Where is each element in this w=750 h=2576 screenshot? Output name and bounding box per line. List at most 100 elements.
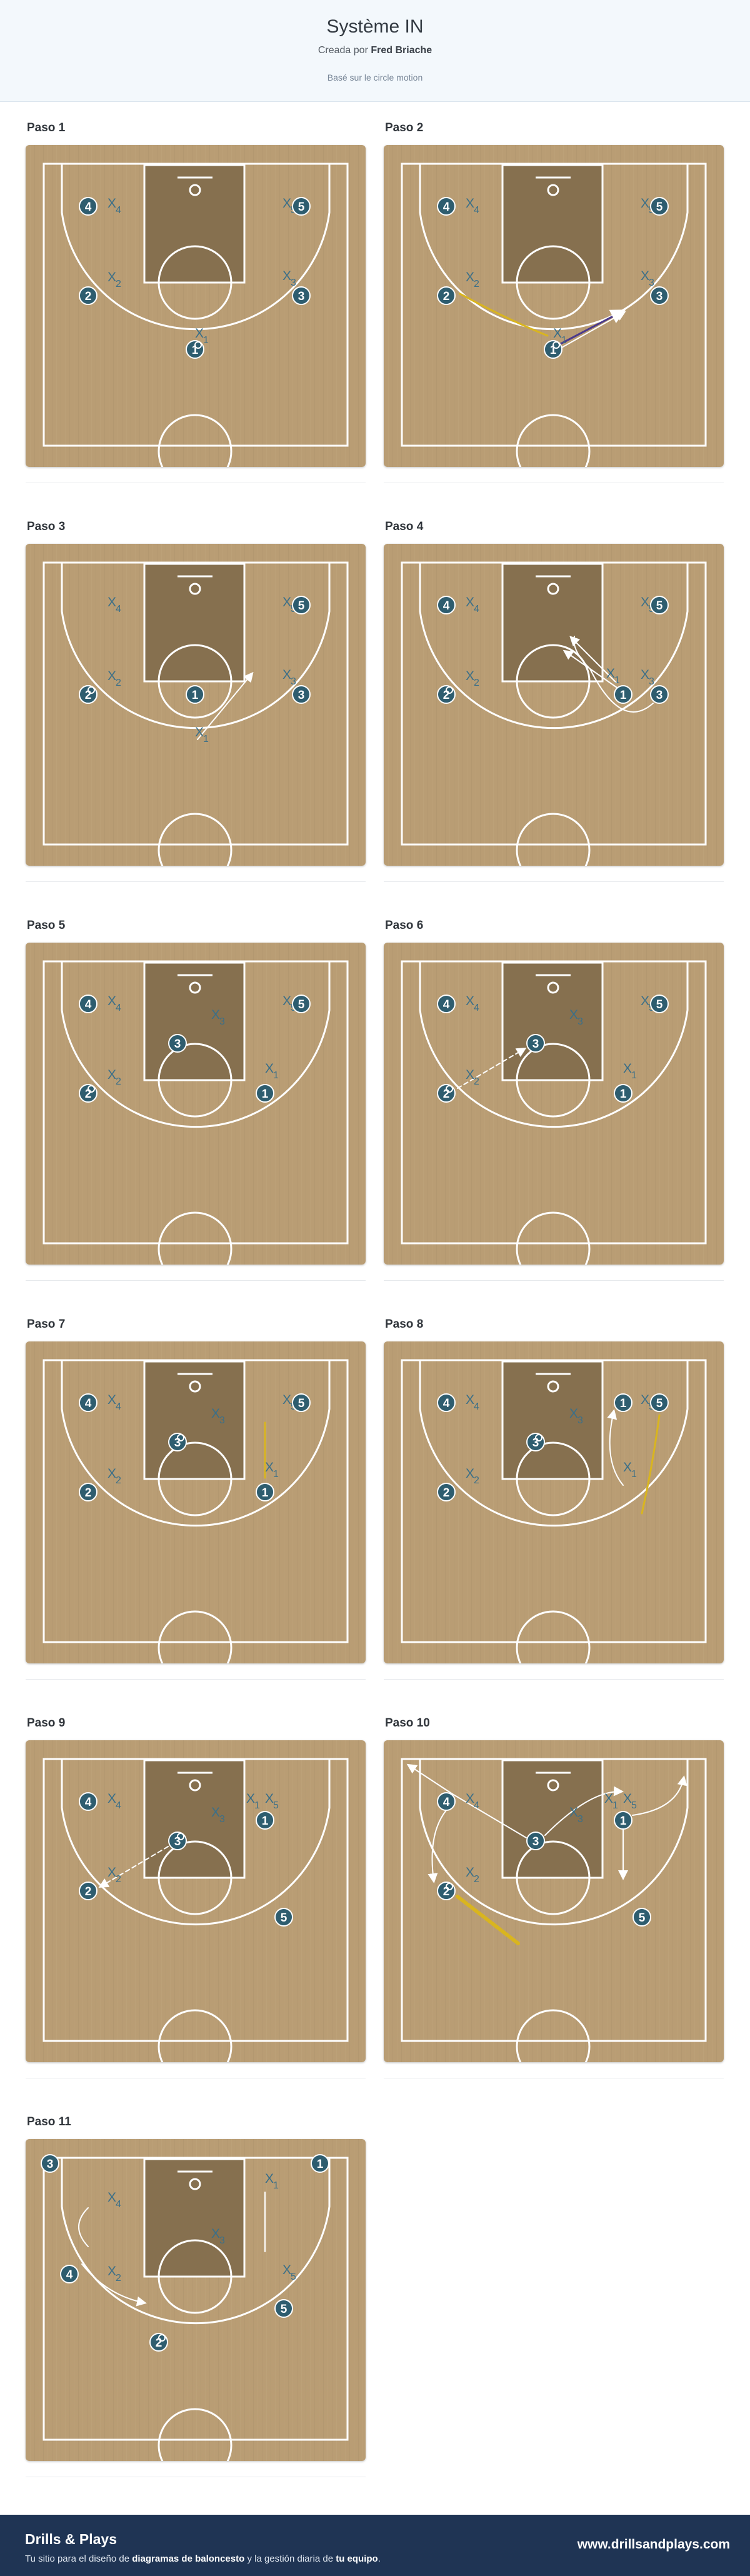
offense-player-4[interactable]: 4 bbox=[79, 197, 98, 216]
defender-x2[interactable]: X2 bbox=[108, 1865, 121, 1885]
defender-x1[interactable]: X1 bbox=[195, 725, 209, 744]
offense-player-3[interactable]: 3 bbox=[526, 1433, 545, 1451]
offense-player-5[interactable]: 5 bbox=[292, 197, 311, 216]
offense-player-1[interactable]: 1 bbox=[614, 1811, 632, 1830]
offense-player-1[interactable]: 1 bbox=[614, 1393, 632, 1412]
offense-player-1[interactable]: 1 bbox=[614, 685, 632, 704]
offense-player-1[interactable]: 1 bbox=[544, 340, 562, 359]
defender-x5[interactable]: X5 bbox=[623, 1792, 637, 1811]
offense-player-3[interactable]: 3 bbox=[168, 1832, 187, 1850]
defender-x3[interactable]: X3 bbox=[569, 1008, 583, 1027]
defender-x1[interactable]: X1 bbox=[604, 1792, 618, 1811]
offense-player-2[interactable]: 2 bbox=[437, 1084, 456, 1103]
offense-player-2[interactable]: 2 bbox=[79, 1084, 98, 1103]
offense-player-3[interactable]: 3 bbox=[168, 1433, 187, 1451]
footer-brand[interactable]: Drills & Plays bbox=[25, 2531, 118, 2547]
defender-x4[interactable]: X4 bbox=[108, 1792, 121, 1811]
offense-player-5[interactable]: 5 bbox=[650, 1393, 669, 1412]
offense-player-2[interactable]: 2 bbox=[79, 1483, 98, 1501]
defender-x1[interactable]: X1 bbox=[265, 1061, 279, 1081]
defender-x1[interactable]: X1 bbox=[246, 1792, 260, 1811]
offense-player-2[interactable]: 2 bbox=[437, 1882, 456, 1900]
defender-x3[interactable]: X3 bbox=[641, 269, 654, 288]
offense-player-2[interactable]: 2 bbox=[149, 2333, 168, 2352]
defender-x4[interactable]: X4 bbox=[466, 595, 479, 614]
defender-x5[interactable]: X5 bbox=[282, 2263, 296, 2282]
offense-player-4[interactable]: 4 bbox=[437, 1792, 456, 1811]
defender-x4[interactable]: X4 bbox=[108, 595, 121, 614]
defender-x2[interactable]: X2 bbox=[108, 1068, 121, 1087]
offense-player-1[interactable]: 1 bbox=[186, 685, 204, 704]
footer-url[interactable]: www.drillsandplays.com bbox=[577, 2537, 730, 2552]
offense-player-3[interactable]: 3 bbox=[168, 1034, 187, 1053]
offense-player-2[interactable]: 2 bbox=[437, 685, 456, 704]
defender-x4[interactable]: X4 bbox=[466, 196, 479, 216]
defender-x3[interactable]: X3 bbox=[569, 1805, 583, 1825]
defender-x1[interactable]: X1 bbox=[606, 666, 620, 686]
offense-player-2[interactable]: 2 bbox=[79, 685, 98, 704]
defender-x3[interactable]: X3 bbox=[211, 1406, 225, 1426]
offense-player-2[interactable]: 2 bbox=[79, 286, 98, 305]
offense-player-5[interactable]: 5 bbox=[292, 995, 311, 1013]
defender-x4[interactable]: X4 bbox=[466, 1393, 479, 1412]
offense-player-5[interactable]: 5 bbox=[274, 2299, 293, 2318]
defender-x1[interactable]: X1 bbox=[553, 326, 567, 346]
defender-x2[interactable]: X2 bbox=[466, 270, 479, 289]
offense-player-1[interactable]: 1 bbox=[186, 340, 204, 359]
defender-x3[interactable]: X3 bbox=[282, 269, 296, 288]
defender-x2[interactable]: X2 bbox=[466, 1068, 479, 1087]
offense-player-1[interactable]: 1 bbox=[311, 2154, 329, 2173]
offense-player-3[interactable]: 3 bbox=[650, 286, 669, 305]
offense-player-5[interactable]: 5 bbox=[292, 1393, 311, 1412]
offense-player-3[interactable]: 3 bbox=[526, 1832, 545, 1850]
defender-x4[interactable]: X4 bbox=[466, 994, 479, 1013]
offense-player-5[interactable]: 5 bbox=[632, 1908, 651, 1927]
offense-player-4[interactable]: 4 bbox=[437, 197, 456, 216]
defender-x4[interactable]: X4 bbox=[466, 1792, 479, 1811]
offense-player-4[interactable]: 4 bbox=[437, 596, 456, 614]
defender-x1[interactable]: X1 bbox=[265, 1460, 279, 1480]
defender-x3[interactable]: X3 bbox=[282, 668, 296, 687]
offense-player-4[interactable]: 4 bbox=[79, 1393, 98, 1412]
defender-x2[interactable]: X2 bbox=[108, 1466, 121, 1486]
defender-x1[interactable]: X1 bbox=[623, 1460, 637, 1480]
offense-player-4[interactable]: 4 bbox=[60, 2265, 79, 2283]
offense-player-2[interactable]: 2 bbox=[79, 1882, 98, 1900]
offense-player-2[interactable]: 2 bbox=[437, 286, 456, 305]
offense-player-1[interactable]: 1 bbox=[614, 1084, 632, 1103]
offense-player-4[interactable]: 4 bbox=[437, 1393, 456, 1412]
defender-x3[interactable]: X3 bbox=[641, 668, 654, 687]
defender-x1[interactable]: X1 bbox=[623, 1061, 637, 1081]
offense-player-1[interactable]: 1 bbox=[256, 1811, 274, 1830]
offense-player-4[interactable]: 4 bbox=[437, 995, 456, 1013]
offense-player-3[interactable]: 3 bbox=[292, 685, 311, 704]
offense-player-3[interactable]: 3 bbox=[650, 685, 669, 704]
defender-x1[interactable]: X1 bbox=[195, 326, 209, 346]
defender-x4[interactable]: X4 bbox=[108, 196, 121, 216]
offense-player-1[interactable]: 1 bbox=[256, 1483, 274, 1501]
defender-x4[interactable]: X4 bbox=[108, 994, 121, 1013]
offense-player-4[interactable]: 4 bbox=[79, 995, 98, 1013]
defender-x2[interactable]: X2 bbox=[108, 669, 121, 688]
defender-x4[interactable]: X4 bbox=[108, 2190, 121, 2210]
offense-player-5[interactable]: 5 bbox=[292, 596, 311, 614]
offense-player-1[interactable]: 1 bbox=[256, 1084, 274, 1103]
defender-x2[interactable]: X2 bbox=[466, 1466, 479, 1486]
author-name[interactable]: Fred Briache bbox=[371, 45, 432, 56]
offense-player-3[interactable]: 3 bbox=[292, 286, 311, 305]
defender-x3[interactable]: X3 bbox=[211, 1805, 225, 1825]
defender-x2[interactable]: X2 bbox=[108, 270, 121, 289]
offense-player-3[interactable]: 3 bbox=[526, 1034, 545, 1053]
defender-x2[interactable]: X2 bbox=[466, 1865, 479, 1885]
defender-x2[interactable]: X2 bbox=[466, 669, 479, 688]
offense-player-2[interactable]: 2 bbox=[437, 1483, 456, 1501]
defender-x1[interactable]: X1 bbox=[265, 2172, 279, 2191]
offense-player-5[interactable]: 5 bbox=[650, 596, 669, 614]
defender-x4[interactable]: X4 bbox=[108, 1393, 121, 1412]
offense-player-5[interactable]: 5 bbox=[650, 995, 669, 1013]
defender-x3[interactable]: X3 bbox=[569, 1406, 583, 1426]
offense-player-5[interactable]: 5 bbox=[274, 1908, 293, 1927]
defender-x3[interactable]: X3 bbox=[211, 2227, 225, 2246]
defender-x3[interactable]: X3 bbox=[211, 1008, 225, 1027]
defender-x5[interactable]: X5 bbox=[265, 1792, 279, 1811]
